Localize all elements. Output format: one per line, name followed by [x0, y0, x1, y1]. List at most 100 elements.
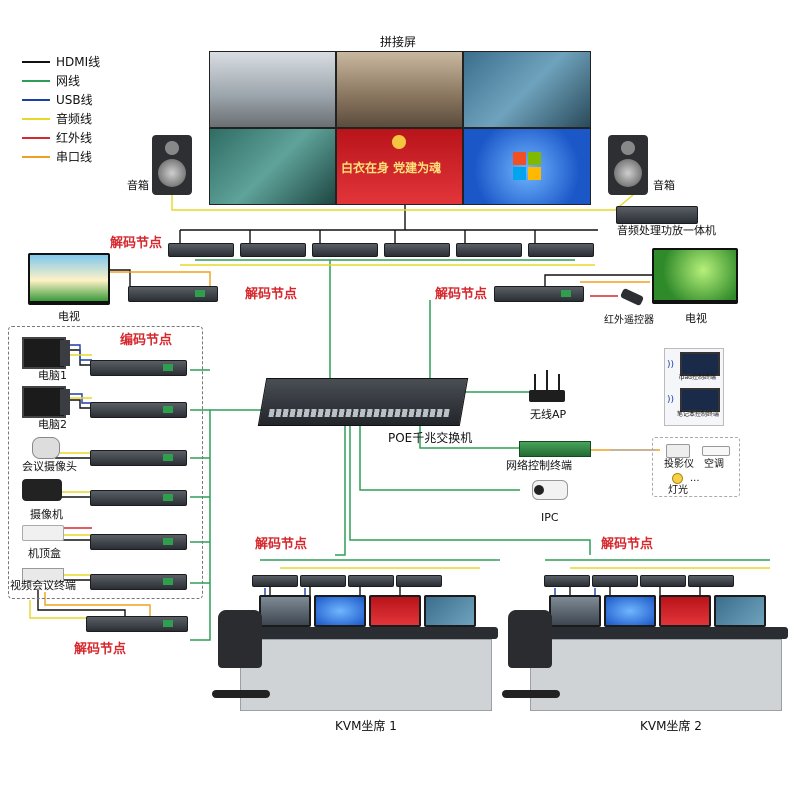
wall-tile-surgery — [464, 52, 590, 127]
audio-processor-label: 音频处理功放一体机 — [617, 224, 716, 237]
wireless-ap-icon — [529, 390, 565, 402]
legend-label: HDMI线 — [56, 55, 101, 69]
seat-monitor — [714, 595, 766, 627]
decode-node-seat2-label: 解码节点 — [601, 537, 654, 552]
legend-usb: USB线 — [22, 91, 93, 108]
seat-monitor — [549, 595, 601, 627]
tv-screen — [654, 250, 736, 300]
network-control-label: 网络控制终端 — [506, 459, 572, 472]
wifi-signal-icon: )) — [667, 395, 675, 405]
audio-processor-device — [616, 206, 698, 224]
ipc-camera-icon — [532, 480, 568, 500]
kvm-desk-top — [232, 627, 498, 639]
office-chair-icon — [508, 610, 552, 668]
speaker-right-label: 音箱 — [653, 179, 675, 192]
air-conditioner-label: 空调 — [704, 459, 724, 470]
legend-serial: 串口线 — [22, 148, 92, 165]
ir-remote-label: 红外遥控器 — [604, 315, 654, 326]
terminal-block — [561, 290, 571, 297]
legend-label: 串口线 — [56, 150, 93, 164]
speaker-tweeter — [165, 141, 179, 155]
decode-node-seat1-label: 解码节点 — [255, 537, 308, 552]
monitor-screen — [316, 597, 364, 625]
terminal-block — [163, 494, 173, 501]
video-wall-title: 拼接屏 — [380, 35, 417, 49]
tv-right-label: 电视 — [685, 312, 707, 325]
monitor-screen — [661, 597, 709, 625]
kvm-desk-body — [240, 639, 492, 711]
kvm-desk-body — [530, 639, 782, 711]
decode-node-device — [86, 616, 188, 632]
camera-lens — [534, 485, 544, 495]
video-camera-icon — [22, 479, 62, 501]
decode-node-device — [456, 243, 522, 257]
decode-node-device — [688, 575, 734, 587]
seat-monitor — [314, 595, 366, 627]
encode-node-label: 编码节点 — [120, 333, 173, 348]
terminal-block — [163, 406, 173, 413]
source-label: 电脑2 — [38, 418, 67, 431]
banner-text: 白衣在身 党建为魂 — [341, 161, 442, 175]
decode-node-device — [128, 286, 218, 302]
poe-switch-device — [257, 378, 469, 426]
tv-screen — [30, 255, 108, 301]
decode-node-device — [168, 243, 234, 257]
air-conditioner-icon — [702, 446, 730, 456]
ap-antenna — [534, 374, 536, 390]
source-label: 电脑1 — [38, 369, 67, 382]
switch-port-strip — [268, 409, 450, 417]
encode-node-device — [90, 360, 187, 376]
computer2-tower-icon — [60, 389, 70, 415]
legend-swatch — [22, 136, 50, 139]
wifi-signal-icon: )) — [667, 360, 675, 370]
legend-label: 红外线 — [56, 131, 93, 145]
legend-swatch — [22, 98, 50, 101]
seat-monitor — [259, 595, 311, 627]
source-label: 会议摄像头 — [22, 460, 77, 473]
encode-node-device — [90, 402, 187, 418]
controlled-devices-group — [652, 437, 740, 497]
ipad-terminal-label: ipad控制终端 — [679, 374, 716, 381]
speaker-right-icon — [608, 135, 648, 195]
conference-camera-icon — [32, 437, 60, 459]
monitor-screen — [551, 597, 599, 625]
decode-node-top-label: 解码节点 — [110, 236, 163, 251]
seat1-label: KVM坐席 1 — [335, 719, 397, 733]
ipc-label: IPC — [541, 511, 559, 524]
legend-swatch — [22, 60, 50, 63]
legend-swatch — [22, 155, 50, 158]
network-control-device — [519, 441, 591, 457]
legend-ir: 红外线 — [22, 129, 92, 146]
terminal-block — [163, 620, 173, 627]
decode-node-device — [396, 575, 442, 587]
seat2-label: KVM坐席 2 — [640, 719, 702, 733]
wall-tile-windows — [464, 129, 590, 204]
speaker-left-icon — [152, 135, 192, 195]
encode-node-device — [90, 490, 187, 506]
ap-antenna — [558, 374, 560, 390]
decode-node-device — [592, 575, 638, 587]
decode-node-device — [640, 575, 686, 587]
legend-label: 音频线 — [56, 112, 93, 126]
light-label: 灯光 — [668, 485, 688, 496]
more-devices-label: ... — [690, 473, 700, 484]
kvm-desk-top — [522, 627, 788, 639]
legend-label: 网线 — [56, 74, 81, 88]
monitor-screen — [426, 597, 474, 625]
seat-monitor — [424, 595, 476, 627]
decode-node-device — [300, 575, 346, 587]
speaker-woofer — [614, 159, 642, 187]
party-emblem-icon — [392, 135, 406, 149]
decode-node-device — [240, 243, 306, 257]
projector-label: 投影仪 — [664, 459, 694, 470]
computer1-tower-icon — [60, 340, 70, 366]
wall-tile-office — [210, 52, 335, 127]
source-label: 摄像机 — [30, 508, 63, 521]
legend-audio: 音频线 — [22, 110, 92, 127]
notebook-terminal-label: 笔记本控制终端 — [677, 411, 720, 418]
decode-node-device — [384, 243, 450, 257]
seat-monitor — [369, 595, 421, 627]
terminal-block — [163, 364, 173, 371]
monitor-screen — [261, 597, 309, 625]
